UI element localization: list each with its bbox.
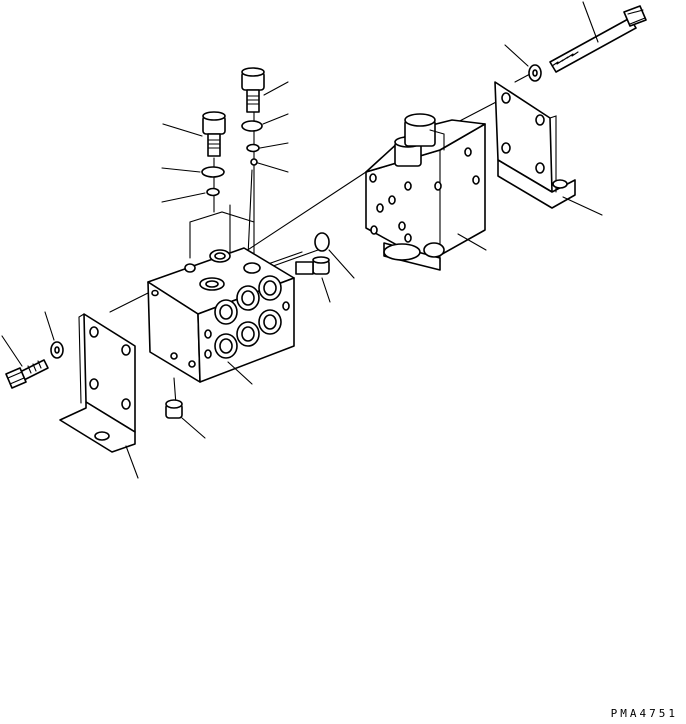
washer-right: [504, 44, 542, 82]
plug-upper-right: [241, 67, 289, 113]
washer-left: [44, 311, 64, 359]
bolt-left: [1, 335, 49, 389]
o-ring-upper-left: [161, 166, 225, 178]
manifold-block: [147, 247, 295, 385]
o-ring-small-left: [161, 187, 220, 203]
plug-bottom: [165, 399, 206, 439]
o-ring-small-right: [246, 142, 289, 153]
o-ring-side: [314, 232, 355, 279]
o-ring-upper-right: [241, 113, 289, 132]
bracket-right: [494, 81, 603, 216]
plug-side: [295, 256, 331, 303]
valve-body: [365, 113, 487, 271]
plug-upper-left: [162, 111, 226, 157]
drawing-code: PMA4751: [610, 707, 678, 720]
ball: [250, 158, 289, 173]
bracket-left: [59, 313, 139, 479]
long-bolt: [549, 1, 647, 73]
